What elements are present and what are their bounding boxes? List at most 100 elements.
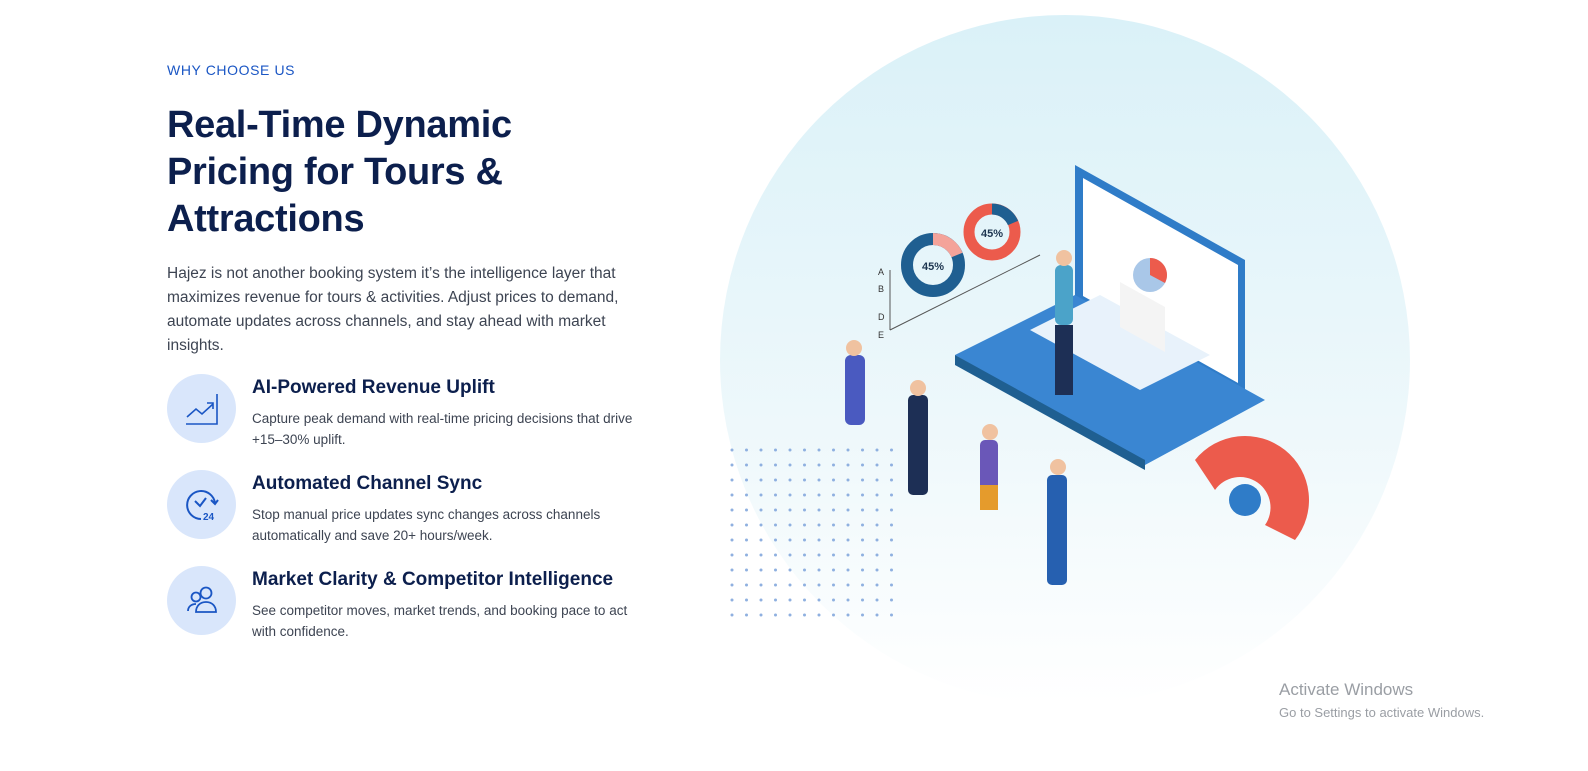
dot <box>861 613 864 617</box>
dot <box>730 538 734 542</box>
dot <box>861 463 864 467</box>
dot <box>875 523 879 527</box>
dot <box>759 523 763 527</box>
dot <box>803 478 806 482</box>
dot <box>846 478 850 482</box>
dot <box>846 583 850 587</box>
windows-activation-subtitle: Go to Settings to activate Windows. <box>1279 705 1485 720</box>
dot <box>861 553 864 557</box>
donut-chart-2: 45% <box>963 203 1021 261</box>
dot <box>730 583 734 587</box>
dot <box>759 553 763 557</box>
dot <box>745 448 748 452</box>
dot <box>817 523 821 527</box>
axis-letter: A <box>878 267 884 277</box>
dot <box>832 613 835 617</box>
dot <box>817 553 821 557</box>
dot <box>774 568 777 572</box>
axis-letter: D <box>878 312 885 322</box>
dot <box>730 478 734 482</box>
dot <box>730 523 734 527</box>
trend-up-chart-icon <box>167 374 236 443</box>
dot <box>832 568 835 572</box>
axis-letter: B <box>878 284 884 294</box>
dot <box>817 613 821 617</box>
dot <box>817 568 821 572</box>
dot <box>774 478 777 482</box>
dot <box>846 568 850 572</box>
axis-letter: E <box>878 330 884 340</box>
dot <box>788 508 792 512</box>
dot <box>803 598 806 602</box>
dot <box>890 553 893 557</box>
gauge <box>1195 436 1309 540</box>
dot <box>832 463 835 467</box>
dot <box>788 538 792 542</box>
dot <box>803 538 806 542</box>
dot <box>890 598 893 602</box>
dot <box>730 613 734 617</box>
dot <box>861 538 864 542</box>
dot <box>730 553 734 557</box>
dot <box>774 538 777 542</box>
dot <box>846 613 850 617</box>
dot <box>759 478 763 482</box>
dot <box>846 598 850 602</box>
feature-channel-sync: 24 Automated Channel Sync Stop manual pr… <box>167 470 647 546</box>
dot <box>832 538 835 542</box>
dot <box>832 448 835 452</box>
dot <box>774 583 777 587</box>
dot <box>774 613 777 617</box>
dot-grid <box>730 448 893 617</box>
dot <box>774 598 777 602</box>
dot <box>875 463 879 467</box>
dot <box>890 538 893 542</box>
dot <box>817 478 821 482</box>
dot <box>817 583 821 587</box>
dot <box>861 583 864 587</box>
dot <box>875 598 879 602</box>
dot <box>861 508 864 512</box>
feature-title: AI-Powered Revenue Uplift <box>252 377 495 398</box>
dot <box>745 493 748 497</box>
dot <box>817 538 821 542</box>
dot <box>832 598 835 602</box>
dot <box>788 598 792 602</box>
dot <box>803 553 806 557</box>
eyebrow: WHY CHOOSE US <box>167 62 296 78</box>
dot <box>730 508 734 512</box>
dot <box>890 613 893 617</box>
dot <box>745 553 748 557</box>
dot <box>890 478 893 482</box>
dot <box>846 553 850 557</box>
dot <box>759 493 763 497</box>
dot <box>890 523 893 527</box>
dot <box>832 553 835 557</box>
feature-market-clarity: Market Clarity & Competitor Intelligence… <box>167 566 647 642</box>
dot <box>861 523 864 527</box>
feature-text: See competitor moves, market trends, and… <box>252 603 628 639</box>
dot <box>832 523 835 527</box>
page-title: Real-Time Dynamic Pricing for Tours & At… <box>167 104 512 240</box>
dot <box>846 523 850 527</box>
dot <box>803 508 806 512</box>
users-icon <box>167 566 236 635</box>
dot <box>788 478 792 482</box>
dot <box>730 493 734 497</box>
dot <box>846 448 850 452</box>
donut-label: 45% <box>981 228 1003 240</box>
dot <box>803 493 806 497</box>
lead-paragraph: Hajez is not another booking system it’s… <box>167 265 619 354</box>
dot <box>817 493 821 497</box>
dot <box>875 493 879 497</box>
dot <box>803 583 806 587</box>
dot <box>803 523 806 527</box>
dot <box>817 598 821 602</box>
dot <box>846 508 850 512</box>
dot <box>774 523 777 527</box>
dot <box>890 508 893 512</box>
dot <box>861 448 864 452</box>
dot <box>875 553 879 557</box>
dot <box>890 583 893 587</box>
dot <box>890 463 893 467</box>
